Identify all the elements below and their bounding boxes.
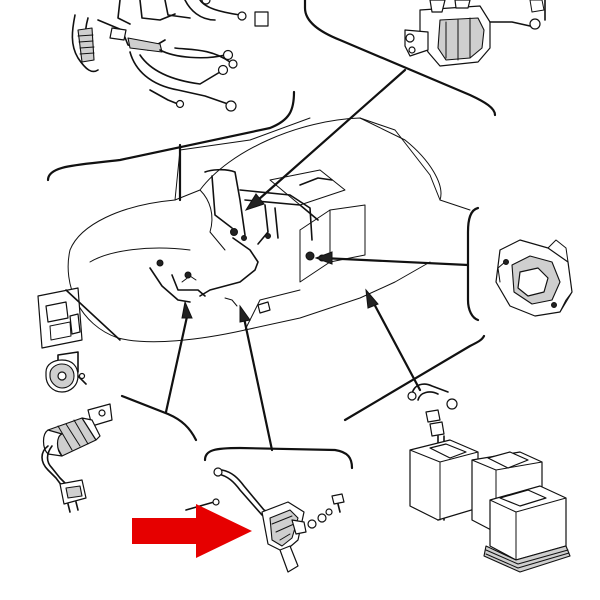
solenoid-callout-bracket [303,0,497,117]
red-arrow-icon [132,504,252,558]
battery-leader-line [370,298,422,392]
leader-arrowhead [365,288,379,309]
regulator-callout-bracket [466,206,480,322]
ring-terminal [237,11,247,21]
wiring-harness-icon [71,0,269,112]
solenoid-icon [404,0,546,67]
harness-callout-bracket [46,90,296,182]
ground-terminal [156,259,164,267]
ring-terminal [175,99,185,109]
horn-icon [45,351,87,393]
ring-terminal [228,59,238,69]
battery-icon [407,383,571,573]
leader-arrowhead [314,251,333,265]
regulator-icon [495,239,573,317]
left-leader-line [164,310,190,414]
leader-arrowhead [239,304,251,323]
connector-leader-line [65,289,121,341]
fuse-holder-icon [254,11,269,27]
ring-terminal [217,64,229,76]
solenoid-leader-line [256,68,407,202]
connector-plate-icon [37,287,83,349]
switch-leader-line [242,316,274,452]
leader-arrowhead [244,193,265,211]
harness-terminal [305,251,315,261]
harness-terminal [230,228,238,236]
battery-callout-bracket [343,334,486,422]
body-wiring-harness [149,168,333,314]
ground-terminal [184,271,192,279]
harness-terminal [241,235,247,241]
ring-terminal [222,49,234,61]
switch-icon [185,467,345,573]
small-relay-icon [257,301,271,314]
regulator-leader-line [320,256,470,267]
switch-callout-bracket-left [120,394,198,442]
switch-callout-bracket [203,446,354,470]
harness-terminal [265,233,271,239]
fuel-solenoid-icon [41,403,113,513]
leader-arrowhead [181,300,193,319]
ring-terminal [225,100,237,112]
